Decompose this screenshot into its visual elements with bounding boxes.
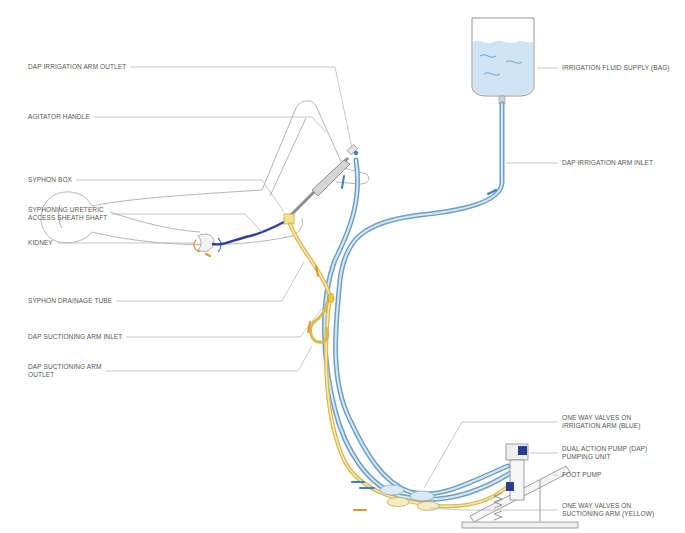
part-label: SYPHON DRAINAGE TUBE [28,297,112,305]
tubing [290,104,514,506]
valve-cluster [380,485,439,511]
part-label: DAP SUCTIONING ARM INLET [28,333,122,341]
part-label: DUAL ACTION PUMP (DAP) PUMPING UNIT [562,445,657,461]
part-label: ONE WAY VALVES ON SUCTIONING ARM (YELLOW… [562,502,662,518]
part-label: IRRIGATION FLUID SUPPLY (BAG) [562,64,670,72]
part-label: KIDNEY [28,239,53,247]
agitator-handle [290,144,358,216]
ureteric-sheath [212,220,288,244]
leader-line [554,475,558,476]
leader-line [424,422,558,488]
leader-line [106,346,312,371]
leader-line [116,262,304,301]
part-label: SYPHON BOX [28,176,72,184]
part-label: FOOT PUMP [562,471,601,479]
patient-outline [41,101,369,245]
leader-line [130,67,352,148]
kidney [194,234,221,252]
leader-line [537,68,558,69]
leader-line [530,453,558,454]
part-label: ONE WAY VALVES ON IRRIGATION ARM (BLUE) [562,414,657,430]
part-label: SYPHONING URETERIC ACCESS SHEATH SHAFT [28,206,118,222]
part-label: DAP IRRIGATION ARM OUTLET [28,63,126,71]
leader-line [76,180,284,212]
part-label: DAP IRRIGATION ARM INLET [562,159,653,167]
leader-line [111,214,262,232]
fluid-bag [472,18,534,104]
suction-inlet-connector [328,294,334,303]
foot-pump [462,444,578,528]
flow-arrows [206,176,496,510]
leader-line [430,508,558,510]
part-label: AGITATOR HANDLE [28,113,90,121]
leader-line [506,163,558,164]
part-label: DAP SUCTIONING ARM OUTLET [28,363,113,379]
leader-line [57,243,196,244]
leader-line [126,302,327,337]
leader-line [94,117,326,132]
